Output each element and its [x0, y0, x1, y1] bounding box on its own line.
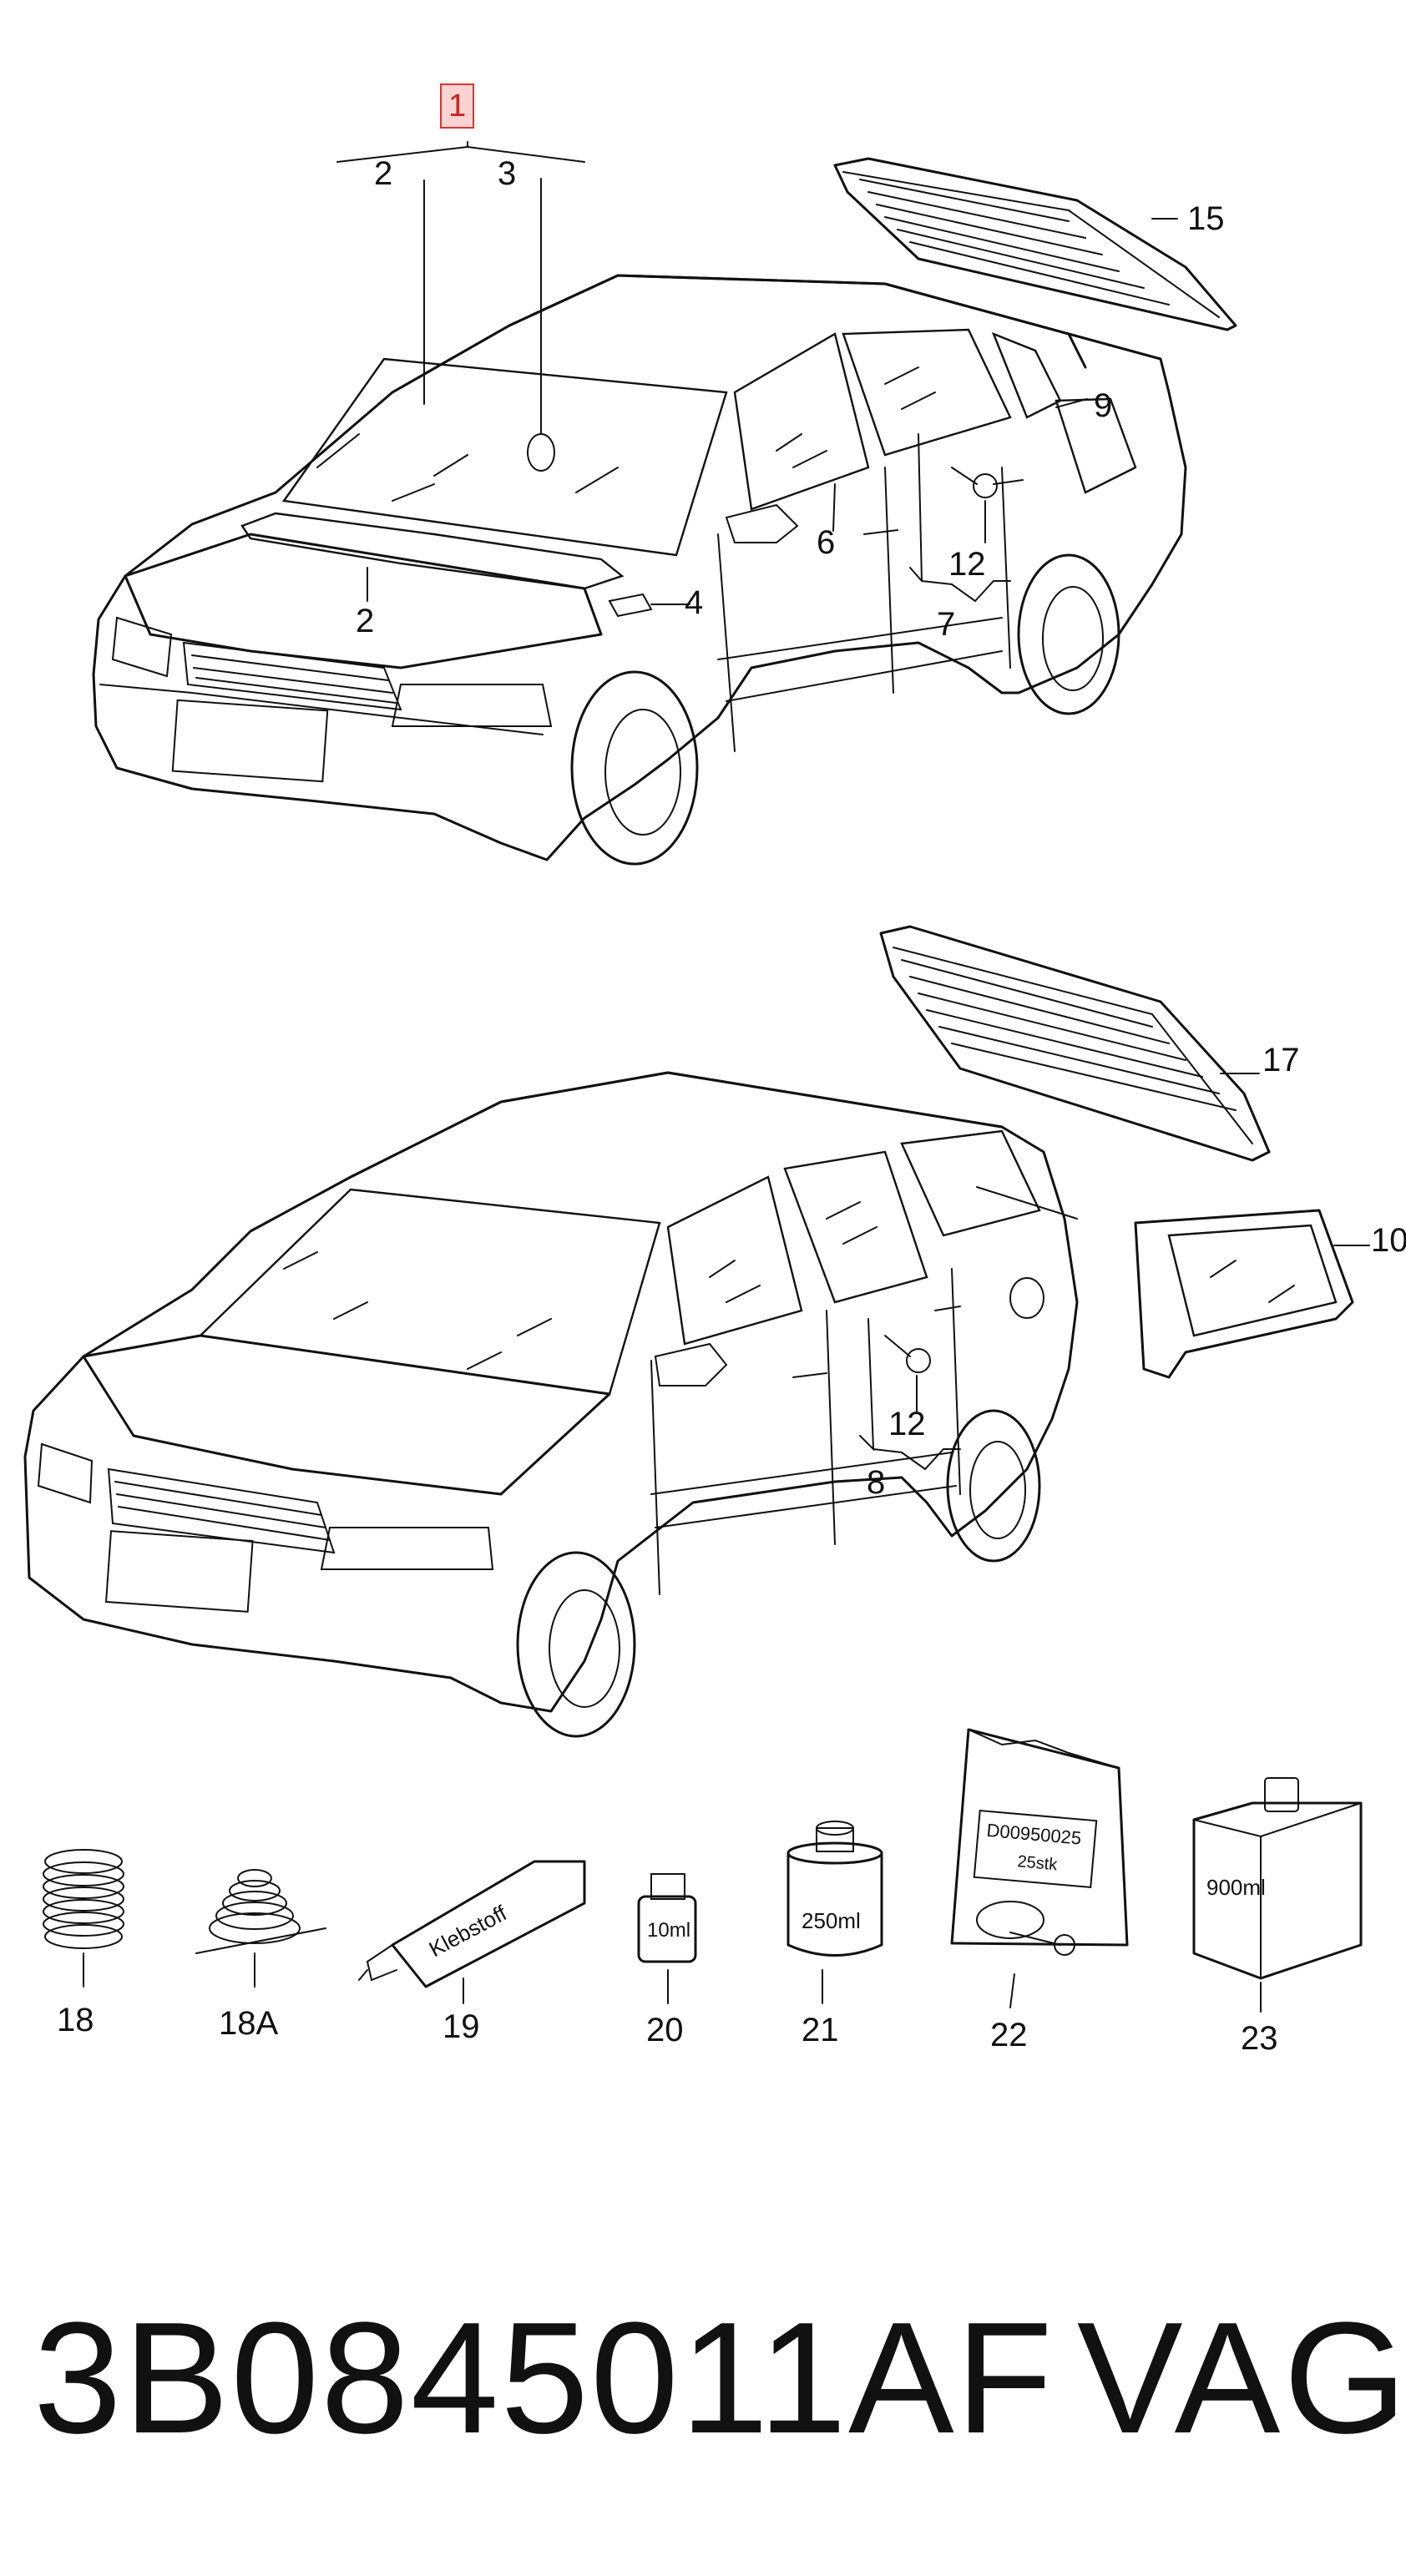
bottle-20: 10ml [637, 1873, 697, 2004]
callout-21: 21 [802, 2012, 839, 2048]
callout-2-lower: 2 [356, 603, 375, 639]
canister-text: 900ml [1206, 1875, 1266, 1900]
brand-name: VAG [1077, 2290, 1406, 2467]
callout-2-top: 2 [374, 155, 393, 192]
callout-1: 1 [440, 83, 475, 129]
callout-12-wagon: 12 [888, 1406, 926, 1442]
canister-23: 900ml [1192, 1777, 1363, 2013]
callout-7: 7 [937, 606, 956, 643]
bottle-text: 10ml [647, 1919, 690, 1942]
tube-text: Klebstoff [425, 1900, 512, 1962]
callout-19: 19 [443, 2008, 480, 2045]
quarter-glass-10 [1134, 1209, 1354, 1379]
tailgate-glass-17 [879, 925, 1271, 1162]
part-number: 3B0845011AF [33, 2290, 1054, 2467]
callout-4: 4 [685, 584, 704, 621]
callout-15: 15 [1187, 200, 1225, 237]
wagon-illustration [23, 1071, 1370, 1738]
callout-12-sedan: 12 [948, 546, 986, 583]
can-21: 250ml [786, 1821, 883, 2004]
callout-18: 18 [57, 2002, 94, 2038]
callout-23: 23 [1241, 2020, 1278, 2057]
callout-8: 8 [867, 1464, 886, 1501]
callout-10: 10 [1371, 1222, 1406, 1259]
can-text: 250ml [802, 1908, 861, 1933]
callout-22: 22 [990, 2017, 1028, 2053]
adhesive-tube-19: Klebstoff [358, 1860, 586, 2004]
callout-18a: 18A [219, 2005, 279, 2042]
callout-9: 9 [1094, 387, 1113, 424]
callout-17: 17 [1262, 1042, 1300, 1078]
cone-18a [195, 1869, 326, 1988]
spring-18 [43, 1849, 124, 1988]
callout-6: 6 [817, 524, 836, 561]
rear-window-glass-15 [833, 157, 1237, 331]
bag-22: D00950025 25stk [950, 1728, 1129, 2008]
bag-code-text: D00950025 [986, 1820, 1083, 1849]
sedan-illustration [92, 141, 1187, 866]
callout-3: 3 [498, 155, 517, 192]
bag-qty-text: 25stk [1017, 1852, 1060, 1874]
callout-20: 20 [646, 2012, 684, 2048]
